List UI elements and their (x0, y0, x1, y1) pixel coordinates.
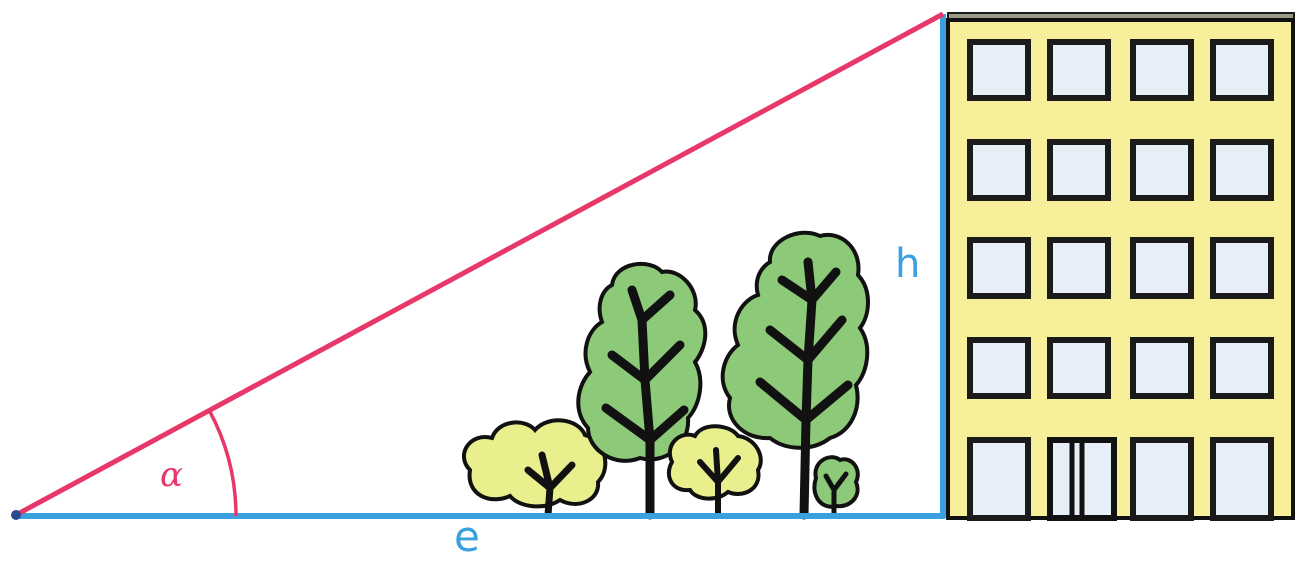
building-windows (967, 39, 1274, 521)
window (967, 237, 1031, 299)
bush-left (462, 418, 608, 519)
angle-arc (207, 409, 238, 517)
window (1047, 139, 1111, 201)
bush-middle (666, 424, 763, 518)
window (967, 139, 1031, 201)
trees (462, 230, 870, 520)
window (1210, 139, 1274, 201)
building-door (1047, 437, 1117, 521)
hypotenuse-line (12, 11, 945, 519)
window (1130, 139, 1194, 201)
window (1047, 237, 1111, 299)
window (1130, 337, 1194, 399)
window (1210, 237, 1274, 299)
window (1130, 39, 1194, 101)
building (946, 12, 1295, 521)
vertex-point (11, 510, 21, 520)
window (1130, 437, 1194, 521)
bush-right (812, 455, 860, 518)
height-label-h: h (895, 241, 921, 287)
base-label-e: e (454, 512, 480, 561)
window (1210, 39, 1274, 101)
window (1130, 237, 1194, 299)
tree-tall-left (576, 262, 708, 520)
window (1210, 437, 1274, 521)
window (1210, 337, 1274, 399)
angle-label-alpha: α (160, 455, 183, 495)
window (1047, 39, 1111, 101)
window (1047, 337, 1111, 399)
tree-tall-right (720, 230, 870, 520)
window (967, 39, 1031, 101)
window (967, 337, 1031, 399)
window (967, 437, 1031, 521)
